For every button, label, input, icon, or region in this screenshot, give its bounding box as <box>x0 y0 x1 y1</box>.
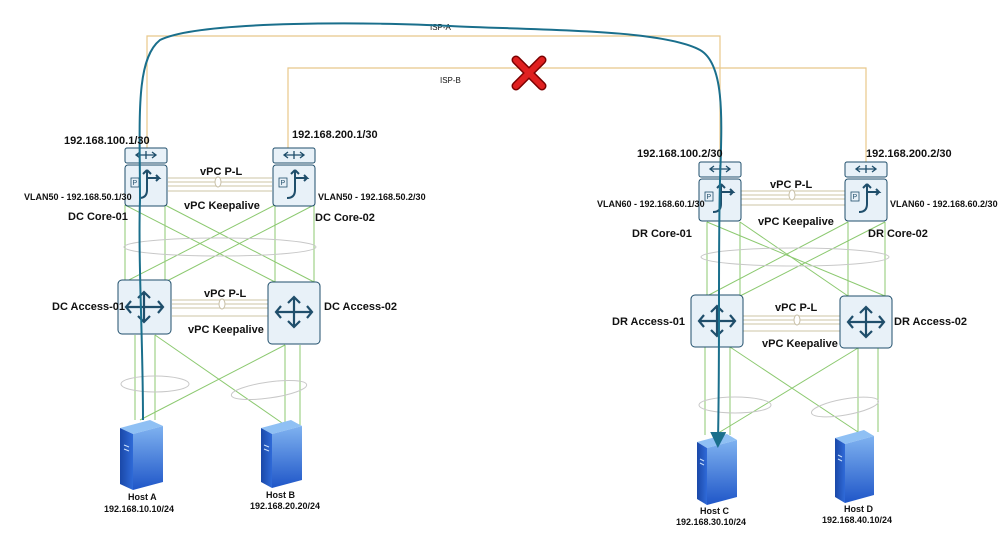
host-a-label: Host A <box>128 492 157 502</box>
dc-access-peer-link-label: vPC P-L <box>204 288 246 300</box>
dc-core-peer-oval <box>214 176 222 188</box>
dr-core-01-label: DR Core-01 <box>632 228 692 240</box>
svg-text:P: P <box>133 180 138 187</box>
host-d-label: Host D <box>844 504 874 514</box>
host-b[interactable] <box>261 420 302 488</box>
dr-access-peer-link-label: vPC P-L <box>775 302 817 314</box>
dc-core-02-vlan: VLAN50 - 192.168.50.2/30 <box>318 192 426 202</box>
dc-access-02-label: DC Access-02 <box>324 301 397 313</box>
dr-access-keepalive-label: vPC Keepalive <box>762 338 838 350</box>
host-d[interactable] <box>835 430 874 503</box>
server-icon <box>272 426 302 488</box>
dc-core-02-label: DC Core-02 <box>315 212 375 224</box>
dc-access-keepalive-label: vPC Keepalive <box>188 324 264 336</box>
link-failure-x-icon <box>511 55 547 91</box>
dr-access-01-label: DR Access-01 <box>612 316 685 328</box>
isp-a-link <box>146 35 721 162</box>
host-a-ip: 192.168.10.10/24 <box>104 504 174 514</box>
dr-core-keepalive-label: vPC Keepalive <box>758 216 834 228</box>
dc-core-01-wan-ip: 192.168.100.1/30 <box>64 135 150 147</box>
host-d-ip: 192.168.40.10/24 <box>822 515 892 525</box>
host-c-ip: 192.168.30.10/24 <box>676 517 746 527</box>
dc-core-01-vlan: VLAN50 - 192.168.50.1/30 <box>24 192 132 202</box>
dc-core-peer-link-label: vPC P-L <box>200 166 242 178</box>
dc-core-02-wan-ip: 192.168.200.1/30 <box>292 129 378 141</box>
dr-core-02-wan-ip: 192.168.200.2/30 <box>866 148 952 160</box>
server-icon <box>845 436 874 503</box>
isp-b-link <box>287 67 867 162</box>
svg-text:P: P <box>853 194 858 201</box>
host-c-label: Host C <box>700 506 730 516</box>
dr-core-01-wan-ip: 192.168.100.2/30 <box>637 148 723 160</box>
dc-access-02[interactable] <box>267 281 321 345</box>
server-icon <box>707 440 737 505</box>
isp-a-label: ISP-A <box>430 23 452 32</box>
dc-core-02[interactable]: P <box>272 147 316 207</box>
dc-access-01-label: DC Access-01 <box>52 301 125 313</box>
svg-text:P: P <box>707 194 712 201</box>
server-icon <box>133 426 163 490</box>
dc-access-01[interactable] <box>117 279 172 335</box>
dr-core-02[interactable]: P <box>844 161 888 222</box>
dc-core-01-label: DC Core-01 <box>68 211 128 223</box>
port-channel-ovals <box>120 237 890 418</box>
dr-core-02-vlan: VLAN60 - 192.168.60.2/30 <box>890 199 998 209</box>
svg-text:P: P <box>281 180 286 187</box>
dr-core-peer-oval <box>788 189 796 201</box>
isp-b-label: ISP-B <box>440 76 461 85</box>
dr-access-02-label: DR Access-02 <box>894 316 967 328</box>
dr-core-01-vlan: VLAN60 - 192.168.60.1/30 <box>597 199 705 209</box>
dr-core-peer-link-label: vPC P-L <box>770 179 812 191</box>
dr-access-peer-oval <box>793 314 801 326</box>
traffic-flow-path <box>138 22 727 448</box>
host-b-label: Host B <box>266 490 296 500</box>
host-a[interactable] <box>120 420 163 490</box>
dr-access-02[interactable] <box>839 295 893 349</box>
dc-access-peer-oval <box>218 298 226 310</box>
host-c[interactable] <box>697 434 737 505</box>
dr-core-02-label: DR Core-02 <box>868 228 928 240</box>
dr-access-01[interactable] <box>690 294 744 348</box>
host-b-ip: 192.168.20.20/24 <box>250 501 320 511</box>
dc-core-keepalive-label: vPC Keepalive <box>184 200 260 212</box>
dc-lan-links <box>124 204 315 426</box>
dr-access-vpc-links <box>742 315 840 332</box>
isp-links <box>146 35 867 162</box>
dr-lan-links <box>704 221 886 436</box>
